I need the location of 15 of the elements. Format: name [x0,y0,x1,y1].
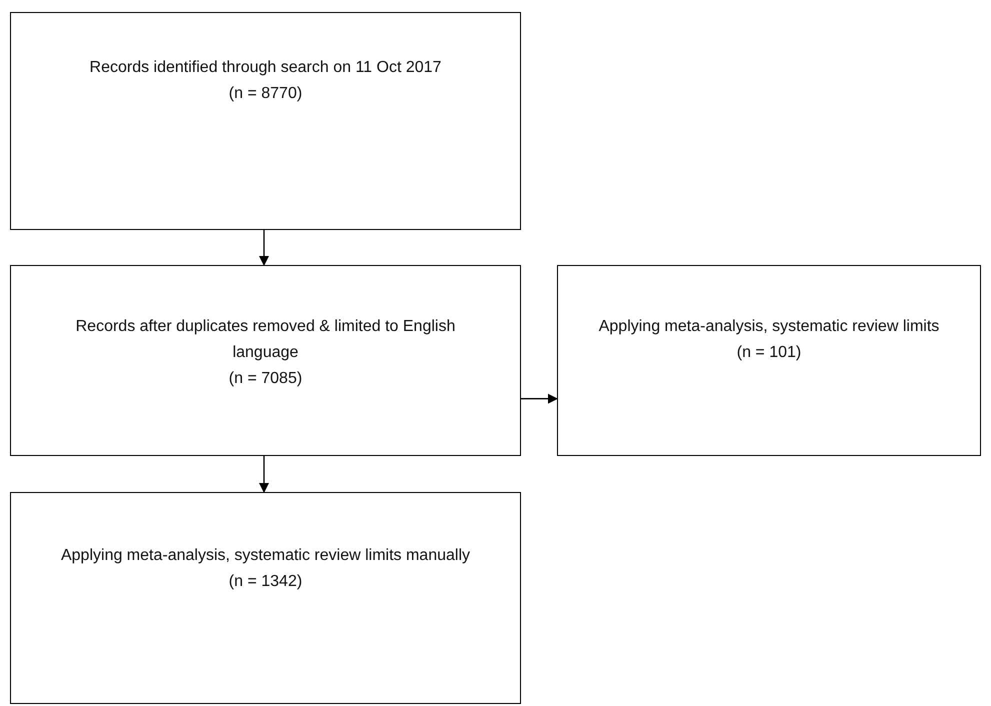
process-box [10,265,521,456]
box-text: Applying meta-analysis, systematic review limits [598,317,940,337]
process-box [10,12,521,230]
count-text: (n = 1342) [228,572,302,592]
box-text: Records after duplicates removed & limited to English language [74,317,456,363]
process-box [10,492,521,704]
count-text: (n = 8770) [228,84,302,104]
arrow [259,456,269,493]
process-box [557,265,981,456]
box-text: Applying meta-analysis, systematic review limits manually [60,546,470,566]
count-text: (n = 7085) [228,369,302,389]
count-text: (n = 101) [736,343,802,363]
box-text: Records identified through search on 11 Oct 2017 [90,58,442,78]
arrow [259,230,269,266]
arrow [521,394,558,404]
